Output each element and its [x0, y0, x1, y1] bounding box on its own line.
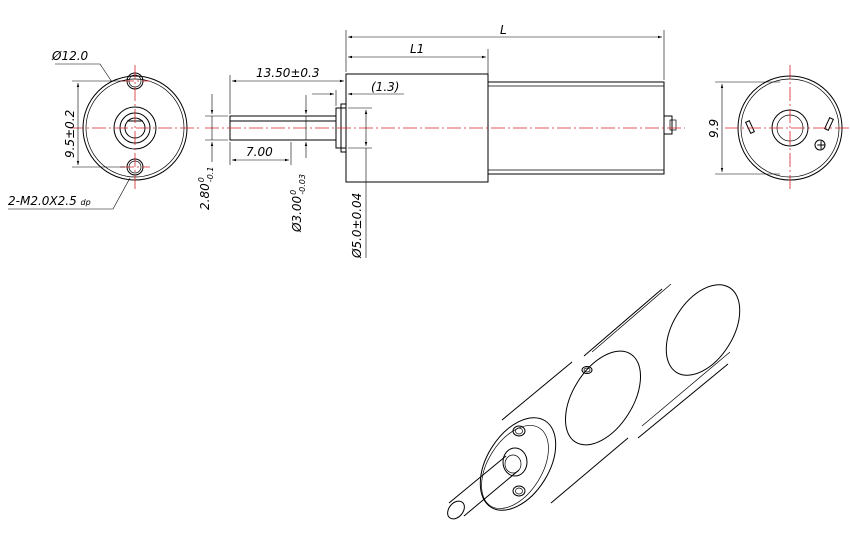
iso-mount-hole-bottom [512, 485, 526, 497]
iso-motor-rear-face [665, 284, 741, 376]
front-view: Ø12.0 9.5±0.2 2-M2.0X2.5 dp [8, 49, 200, 210]
shaft-length-label: 13.50±0.3 [256, 66, 320, 80]
iso-shaft-bottom [463, 469, 520, 517]
isometric-view [447, 283, 741, 520]
iso-front-face [479, 417, 557, 511]
rear-height-label: 9.9 [707, 119, 721, 138]
front-thread-label: 2-M2.0X2.5 dp [8, 194, 91, 208]
iso-boss [502, 447, 528, 477]
flat-length-label: 7.00 [246, 145, 273, 159]
boss-diameter-label: Ø5.0±0.04 [350, 193, 364, 259]
boss-thickness-label: (1.3) [371, 80, 399, 94]
iso-gearbox-hole [581, 366, 593, 374]
iso-mount-hole-top [512, 425, 526, 437]
iso-gearbox-joint [564, 350, 642, 446]
rear-terminal-left [744, 120, 756, 134]
shaft-diameter-label: Ø3.000-0.03 [289, 174, 307, 233]
rear-terminal-right [823, 117, 835, 131]
overall-length-label: L [500, 23, 507, 37]
iso-shaft-end [447, 500, 465, 520]
side-view: L L1 13.50±0.3 (1.3) 7.00 2.800-0.1 Ø3.0… [197, 23, 685, 259]
front-diameter-label: Ø12.0 [51, 49, 89, 63]
plus-terminal-icon [814, 139, 826, 151]
rear-view: + 9.9 [707, 65, 850, 190]
rear-plus-label: + [816, 138, 826, 152]
front-hole-spacing-label: 9.5±0.2 [63, 110, 77, 158]
iso-shaft-top [448, 455, 507, 504]
motor-terminal [663, 115, 673, 135]
gearbox-length-label: L1 [410, 42, 424, 56]
flat-height-label: 2.800-0.1 [197, 167, 215, 210]
